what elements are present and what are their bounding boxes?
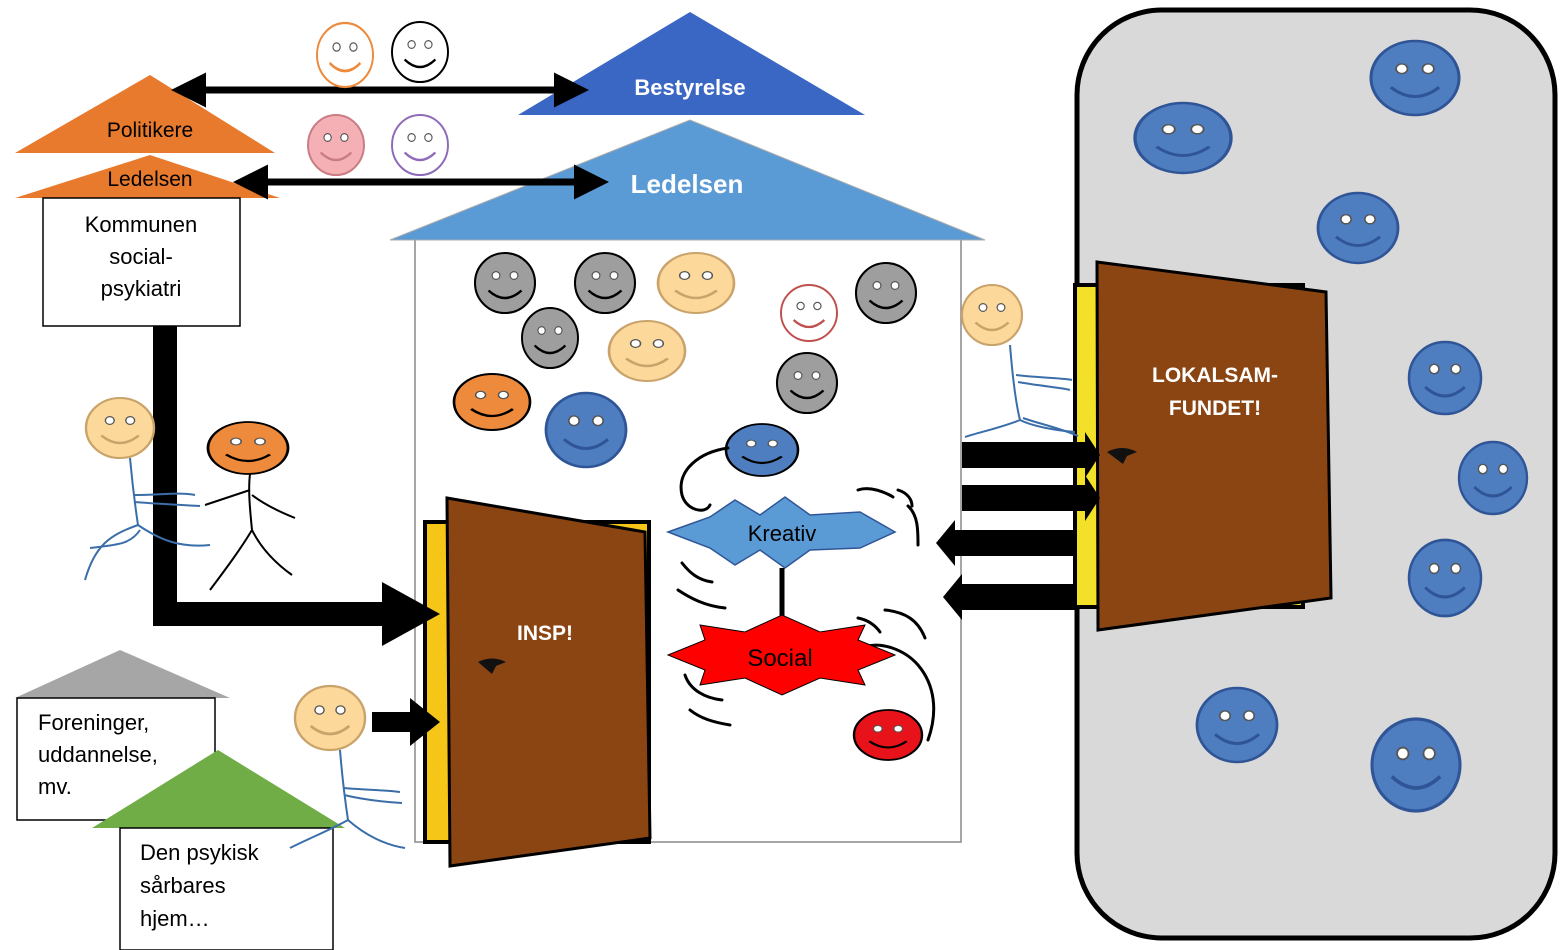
community-face (1135, 103, 1231, 173)
kommune-line-3: psykiatri (101, 276, 182, 301)
stick-figure-to-community (962, 285, 1079, 438)
social-star (666, 614, 897, 696)
house-face (726, 424, 798, 476)
community-face (1372, 719, 1460, 811)
main-house-ledelsen-label: Ledelsen (631, 169, 744, 199)
community-door-handle (1107, 448, 1137, 464)
bestyrelse-roof (518, 12, 865, 115)
insp-door[interactable] (445, 496, 652, 868)
arrow-to-community (962, 432, 1100, 478)
kommune-box (42, 197, 241, 327)
kommune-line-2: social- (109, 244, 173, 269)
house-face (454, 374, 530, 430)
house-face (546, 393, 626, 467)
community-face (1459, 442, 1527, 514)
community-door-label-1: LOKALSAM- (1152, 364, 1278, 387)
foreninger-line-2: uddannelse, (38, 742, 158, 767)
arrow-from-community (943, 574, 1075, 620)
home-line-2: sårbares (140, 873, 226, 898)
community-arrows (936, 432, 1100, 620)
kommune-ledelsen-roof (15, 155, 280, 198)
politikere-roof (15, 75, 275, 153)
social-label: Social (747, 645, 812, 672)
community-face (1409, 342, 1481, 414)
community-door[interactable] (1095, 260, 1333, 632)
stick-figure-orange (205, 422, 295, 591)
kommune-ledelsen-label: Ledelsen (107, 168, 192, 191)
home-line-1: Den psykisk (140, 840, 260, 865)
community-door-label-2: FUNDET! (1169, 397, 1261, 420)
kreativ-star (665, 496, 897, 569)
community-face (1197, 688, 1277, 762)
kreativ-label: Kreativ (748, 521, 816, 546)
house-face (475, 253, 535, 313)
home-roof (92, 750, 345, 828)
community-face (1409, 540, 1481, 616)
top-face-black (392, 22, 448, 82)
top-face-orange (317, 23, 373, 87)
top-face-purple (392, 115, 448, 175)
home-box (119, 827, 334, 950)
community-face (1371, 41, 1459, 115)
home-line-3: hjem… (140, 906, 210, 931)
arrow-home-to-insp (372, 698, 440, 746)
bestyrelse-label: Bestyrelse (634, 75, 745, 100)
house-face (575, 253, 635, 313)
top-face-pink (308, 115, 364, 175)
politikere-label: Politikere (107, 119, 193, 142)
scribble-lines (676, 446, 936, 742)
house-face (777, 353, 837, 413)
community-face (1318, 193, 1398, 263)
house-face (609, 321, 685, 381)
arrow-to-community (962, 475, 1100, 521)
house-face (658, 253, 734, 313)
house-face (856, 263, 916, 323)
kommune-line-1: Kommunen (85, 212, 198, 237)
house-face (781, 285, 837, 341)
insp-door-label: INSP! (517, 622, 573, 645)
arrow-kommune-to-insp (153, 326, 440, 646)
stick-figure-yellow (85, 398, 211, 581)
foreninger-roof (15, 650, 230, 698)
stick-figure-home (290, 686, 406, 849)
foreninger-line-3: mv. (38, 774, 72, 799)
arrow-from-community (936, 520, 1075, 566)
house-face (854, 710, 922, 760)
house-face (522, 308, 578, 368)
insp-door-handle (478, 658, 506, 674)
foreninger-line-1: Foreninger, (38, 710, 149, 735)
